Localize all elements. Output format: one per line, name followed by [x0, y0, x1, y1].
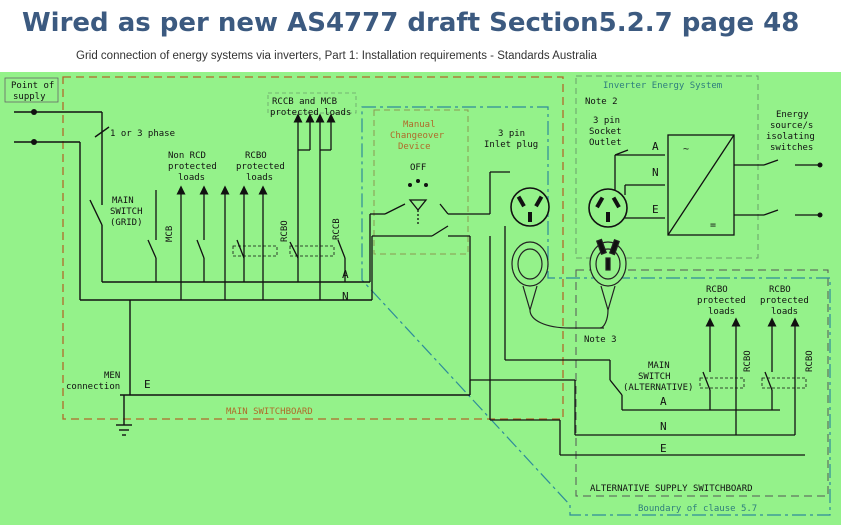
inlet-plug-label-1: 3 pin: [498, 129, 525, 139]
non-rcd-loads: [196, 185, 230, 300]
inverter-dc-symbol: =: [710, 220, 716, 231]
alt-wires: [470, 317, 807, 456]
rcbo-loads-main: [232, 185, 278, 300]
main-switchboard-box: [62, 76, 564, 420]
inverter-system-box: [575, 75, 759, 259]
inlet-plug-label-2: Inlet plug: [484, 140, 538, 150]
main-switchboard-label: MAIN SWITCHBOARD: [226, 407, 313, 417]
earth-bus: [116, 300, 471, 436]
socket-outlet-label-3: Outlet: [589, 138, 622, 148]
main-switch-grid-label-2: SWITCH: [110, 207, 143, 217]
alt-rcbo-loads-1-line1: RCBO: [706, 285, 728, 295]
off-dot-2: [416, 179, 420, 183]
rccb-mcb-label-1: RCCB and MCB: [272, 97, 337, 107]
mcb-label: MCB: [165, 226, 175, 242]
off-dot-1: [408, 183, 412, 187]
non-rcd-label-1: Non RCD: [168, 151, 206, 161]
rcbo-loads-label-1: RCBO: [245, 151, 267, 161]
alt-rcbo-loads-2-line3: loads: [771, 307, 798, 317]
off-dot-3: [424, 183, 428, 187]
slide-title: Wired as per new AS4777 draft Section5.2…: [22, 8, 800, 38]
socket-outlet-pins: [595, 196, 621, 222]
supply-terminal-neutral: [31, 139, 37, 145]
main-switch-grid-label-1: MAIN: [112, 196, 134, 206]
inverter-system-label: Inverter Energy System: [603, 81, 722, 91]
rcbo-loads-label-2: protected: [236, 162, 285, 172]
main-switch-grid: [80, 188, 372, 301]
off-label: OFF: [410, 163, 426, 173]
supply-wires: [14, 111, 110, 300]
earth-label-main: E: [144, 378, 151, 391]
note2-label: Note 2: [585, 97, 618, 107]
inverter-a-label: A: [652, 140, 659, 153]
non-rcd-label-3: loads: [178, 173, 205, 183]
inlet-plug-pins: [516, 195, 544, 222]
rccb-mcb-label-2: protected loads: [270, 108, 351, 118]
inlet-wires: [469, 226, 610, 395]
inverter-n-label: N: [652, 166, 659, 179]
non-rcd-label-2: protected: [168, 162, 217, 172]
active-label-main: A: [342, 268, 349, 281]
energy-source-label-3: isolating: [766, 132, 815, 142]
source-terminal-1: [817, 162, 823, 168]
point-of-supply-label-2: supply: [13, 92, 46, 102]
changeover-switch: [369, 171, 510, 300]
alt-e-label: E: [660, 442, 667, 455]
boundary-line: [361, 106, 831, 516]
rccb-box: [267, 92, 357, 114]
alt-a-label: A: [660, 395, 667, 408]
inverter-ac-symbol: ~: [683, 144, 689, 155]
boundary-label: Boundary of clause 5.7: [638, 504, 757, 514]
alt-rcbo-label-1: RCBO: [743, 350, 753, 372]
main-switch-alt-label-2: SWITCH: [638, 372, 671, 382]
supply-terminal-active: [31, 109, 37, 115]
neutral-label-main: N: [342, 290, 349, 303]
energy-source-label-4: switches: [770, 143, 813, 153]
changeover-label-2: Changeover: [390, 131, 445, 141]
alt-switchboard-label: ALTERNATIVE SUPPLY SWITCHBOARD: [590, 484, 753, 494]
rccb-label: RCCB: [332, 218, 342, 240]
rcbo-loads-label-3: loads: [246, 173, 273, 183]
changeover-box: [373, 109, 469, 255]
note3-label: Note 3: [584, 335, 617, 345]
changeover-label-1: Manual: [403, 120, 436, 130]
alt-n-label: N: [660, 420, 667, 433]
changeover-label-3: Device: [398, 142, 431, 152]
phase-label: 1 or 3 phase: [110, 129, 175, 139]
alt-rcbo-loads-1-line3: loads: [708, 307, 735, 317]
slide-subtitle: Grid connection of energy systems via in…: [76, 50, 597, 62]
alt-rcbo-loads-2-line2: protected: [760, 296, 809, 306]
mcb-branch: [147, 185, 186, 300]
point-of-supply-label-1: Point of: [11, 81, 54, 91]
socket-outlet-label-2: Socket: [589, 127, 622, 137]
inverter-e-label: E: [652, 203, 659, 216]
extension-lead-right: [589, 238, 627, 329]
source-terminal-2: [817, 212, 823, 218]
rcbo-label-main: RCBO: [280, 220, 290, 242]
extension-lead-left: [511, 241, 604, 329]
alt-rcbo-loads-1-line2: protected: [697, 296, 746, 306]
inverter-wires: [614, 134, 820, 236]
energy-source-label-2: source/s: [770, 121, 813, 131]
socket-outlet-label-1: 3 pin: [593, 116, 620, 126]
energy-source-label-1: Energy: [776, 110, 809, 120]
rccb-loads: [289, 113, 346, 300]
main-switch-grid-label-3: (GRID): [110, 218, 143, 228]
alt-rcbo-loads-2-line1: RCBO: [769, 285, 791, 295]
main-switch-alt-label-3: (ALTERNATIVE): [623, 383, 693, 393]
alt-rcbo-label-2: RCBO: [805, 350, 815, 372]
alt-switchboard-box: [575, 269, 829, 497]
socket-outlet: [588, 188, 628, 228]
men-label-1: MEN: [104, 371, 120, 381]
main-switch-alt-label-1: MAIN: [648, 361, 670, 371]
men-label-2: connection: [66, 382, 120, 392]
point-of-supply-box: [4, 77, 59, 103]
